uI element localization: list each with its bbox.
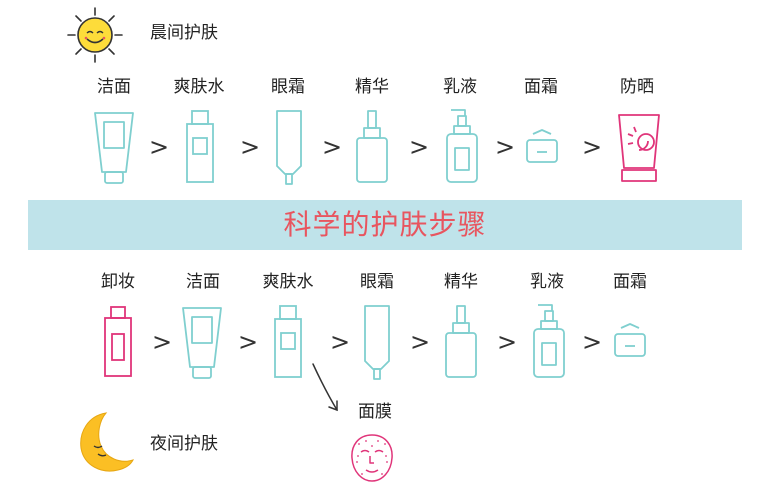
morning-step-label: 精华 (355, 77, 389, 97)
step-arrow: > (149, 133, 170, 161)
step-arrow: > (240, 133, 261, 161)
banner-title: 科学的护肤步骤 (283, 208, 487, 241)
step-arrow: > (152, 328, 173, 356)
sunscreen-icon (618, 114, 660, 182)
step-arrow: > (238, 328, 259, 356)
title-banner: 科学的护肤步骤 (28, 200, 742, 250)
lotion-pump-icon (446, 109, 478, 183)
morning-step-label: 眼霜 (271, 77, 305, 97)
cream-jar-icon (614, 323, 646, 357)
step-arrow: > (495, 133, 516, 161)
night-title: 夜间护肤 (150, 434, 218, 454)
lotion-pump-icon (533, 304, 565, 378)
night-step-label: 面霜 (613, 272, 647, 292)
morning-step-label: 洁面 (97, 77, 131, 97)
eye-cream-tube-icon (364, 305, 390, 380)
makeup-remover-bottle-icon (104, 306, 132, 377)
night-step-label: 眼霜 (360, 272, 394, 292)
sun-face-icon (67, 7, 123, 63)
night-step-label: 精华 (444, 272, 478, 292)
step-arrow: > (322, 133, 343, 161)
cream-jar-icon (526, 129, 558, 163)
step-arrow: > (410, 328, 431, 356)
step-arrow: > (497, 328, 518, 356)
morning-step-label: 防晒 (620, 77, 654, 97)
step-arrow: > (582, 133, 603, 161)
morning-step-label: 乳液 (443, 77, 477, 97)
night-step-label: 卸妆 (101, 272, 135, 292)
serum-dropper-icon (356, 110, 388, 183)
eye-cream-tube-icon (276, 110, 302, 185)
night-step-label: 爽肤水 (262, 272, 314, 292)
toner-bottle-icon (186, 110, 214, 183)
step-arrow: > (409, 133, 430, 161)
step-arrow: > (582, 328, 603, 356)
cleanser-tube-icon (94, 112, 134, 184)
serum-dropper-icon (445, 305, 477, 378)
branch-arrow-icon (312, 363, 338, 412)
morning-step-label: 面霜 (524, 77, 558, 97)
mask-label: 面膜 (358, 402, 392, 422)
morning-title: 晨间护肤 (150, 23, 218, 43)
morning-step-label: 爽肤水 (173, 77, 225, 97)
crescent-moon-icon (80, 412, 134, 472)
cleanser-tube-icon (182, 307, 222, 379)
face-mask-icon (351, 434, 393, 482)
night-step-label: 乳液 (530, 272, 564, 292)
night-step-label: 洁面 (186, 272, 220, 292)
toner-bottle-icon (274, 305, 302, 378)
step-arrow: > (330, 328, 351, 356)
